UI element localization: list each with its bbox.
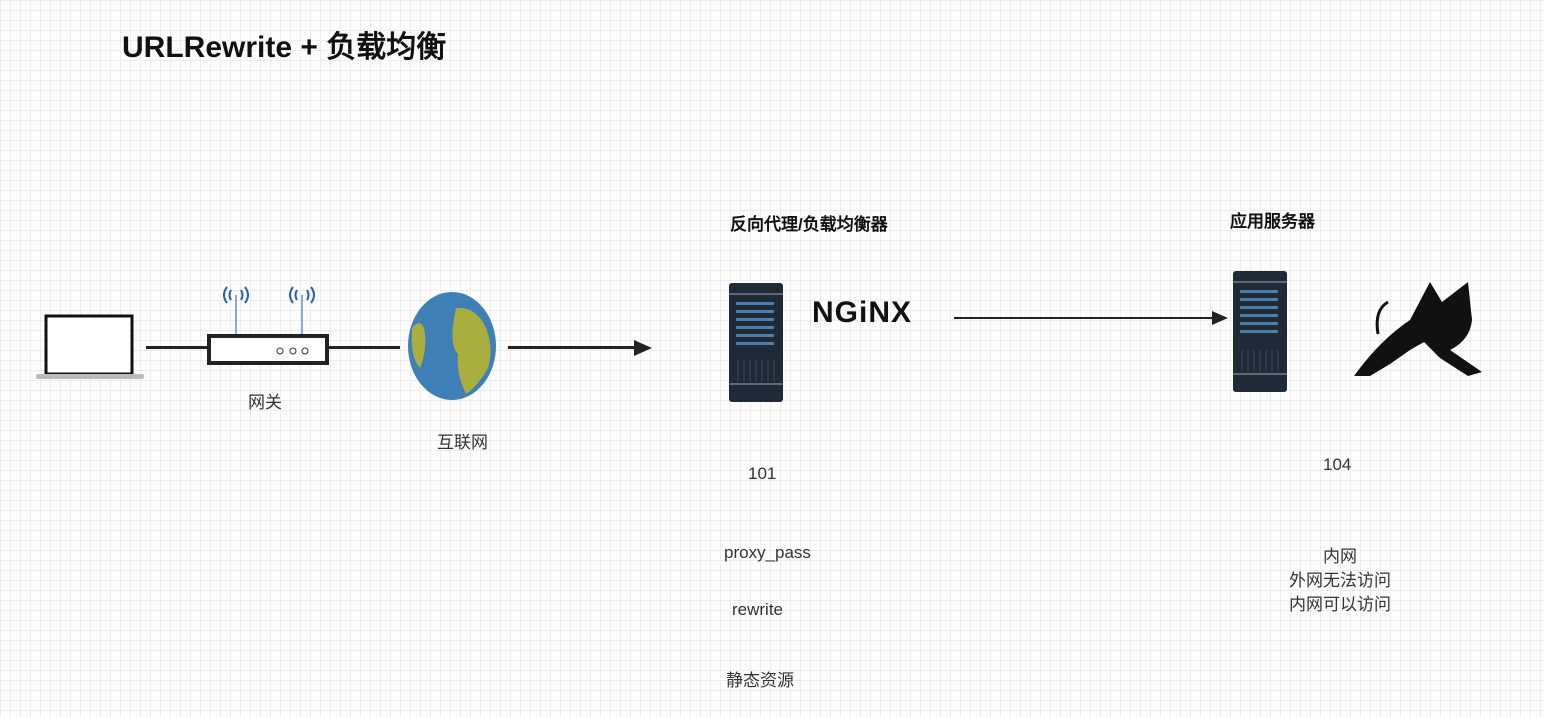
arrowhead-icon <box>1212 311 1228 325</box>
feature-rewrite: rewrite <box>732 600 784 619</box>
arrow-line <box>508 346 638 349</box>
internet-label: 互联网 <box>437 433 488 452</box>
gateway-label: 网关 <box>248 393 282 412</box>
proxy-ip: 101 <box>748 464 777 483</box>
arrowhead-icon <box>634 340 652 356</box>
feature-proxy-pass: proxy_pass <box>724 543 811 562</box>
page-title: URLRewrite + 负载均衡 <box>122 31 447 64</box>
connector-line <box>146 346 212 349</box>
app-ip: 104 <box>1323 455 1352 474</box>
feature-static-resources: 静态资源 <box>726 671 794 690</box>
nginx-logo: NGiNX <box>812 296 913 329</box>
note-no-external-access: 外网无法访问 <box>1289 571 1391 590</box>
proxy-header: 反向代理/负载均衡器 <box>730 215 888 234</box>
globe-icon <box>408 292 496 400</box>
note-intranet-access: 内网可以访问 <box>1289 595 1391 614</box>
server-icon <box>729 283 783 402</box>
app-header: 应用服务器 <box>1230 212 1315 231</box>
router-icon <box>207 286 329 365</box>
arrow-line <box>954 317 1216 319</box>
connector-line <box>328 346 400 349</box>
note-intranet: 内网 <box>1323 547 1357 566</box>
laptop-icon <box>36 314 144 379</box>
tomcat-icon <box>1354 282 1482 376</box>
server-icon <box>1233 271 1287 392</box>
